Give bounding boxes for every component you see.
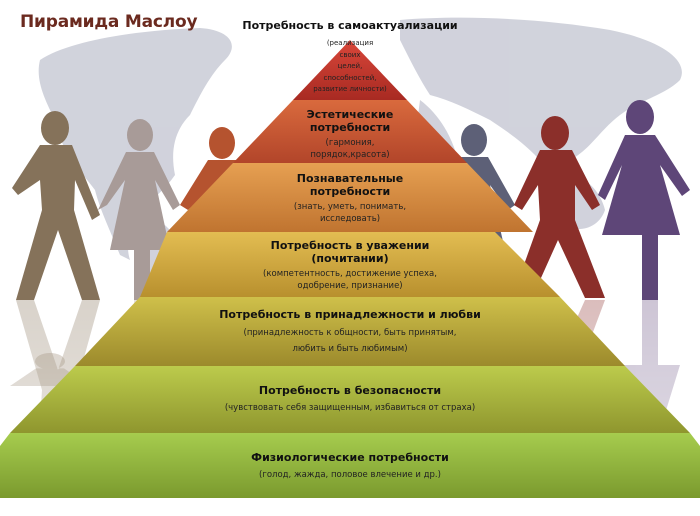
tier-aesthetic-label: Эстетические потребности (гармония, поря… bbox=[250, 108, 450, 161]
detail-line: (принадлежность к общности, быть приняты… bbox=[243, 328, 457, 338]
detail-line: целей, bbox=[337, 62, 363, 70]
detail-line: своих bbox=[339, 50, 361, 59]
tier-detail: (гармония, порядок,красота) bbox=[250, 137, 450, 161]
tier-physiological-label: Физиологические потребности (голод, жажд… bbox=[100, 451, 600, 481]
detail-line: (голод, жажда, половое влечение и др.) bbox=[259, 470, 441, 480]
detail-line: исследовать) bbox=[319, 214, 381, 224]
tier-belonging-label: Потребность в принадлежности и любви (пр… bbox=[170, 308, 530, 357]
tier-detail: (чувствовать себя защищенным, избавиться… bbox=[130, 402, 570, 414]
detail-line: одобрение, признание) bbox=[297, 281, 403, 291]
tier-detail: (компетентность, достижение успеха, одоб… bbox=[200, 268, 500, 292]
tier-title: потребности bbox=[309, 121, 391, 134]
tier-physiological bbox=[0, 433, 700, 498]
tier-cognitive bbox=[167, 163, 533, 232]
tier-title: Потребность в уважении bbox=[270, 239, 430, 252]
tier-belonging bbox=[75, 297, 625, 366]
detail-line: порядок,красота) bbox=[310, 150, 390, 160]
tier-safety-label: Потребность в безопасности (чувствовать … bbox=[130, 384, 570, 414]
figure-man-icon bbox=[12, 111, 100, 300]
detail-line: (гармония, bbox=[325, 138, 375, 148]
figure-man-icon bbox=[512, 116, 605, 298]
tier-self-actualization bbox=[293, 40, 407, 100]
tier-self-actualization-title: Потребность в самоактуализации bbox=[242, 19, 458, 32]
tier-title: Потребность в принадлежности и любви bbox=[219, 308, 481, 321]
tier-title: Потребность в безопасности bbox=[258, 384, 442, 397]
tier-detail: (голод, жажда, половое влечение и др.) bbox=[100, 469, 600, 481]
tier-self-actualization-detail: (реализация своих целей, способностей, р… bbox=[300, 38, 400, 96]
tier-aesthetic bbox=[233, 100, 467, 163]
tier-title: (почитании) bbox=[311, 252, 389, 265]
tier-cognitive-label: Познавательные потребности (знать, уметь… bbox=[230, 172, 470, 225]
figure-woman-icon bbox=[598, 100, 690, 300]
tier-detail: (знать, уметь, понимать, исследовать) bbox=[230, 201, 470, 225]
detail-line: способностей, bbox=[323, 73, 377, 82]
detail-line: (компетентность, достижение успеха, bbox=[263, 269, 437, 279]
detail-line: (знать, уметь, понимать, bbox=[293, 202, 407, 212]
tier-safety bbox=[10, 366, 690, 433]
tier-detail: (принадлежность к общности, быть приняты… bbox=[170, 325, 530, 357]
detail-line: развитие личности) bbox=[313, 85, 387, 93]
tier-title: Физиологические потребности bbox=[251, 451, 449, 464]
page-title: Пирамида Маслоу bbox=[20, 12, 198, 32]
tier-esteem-label: Потребность в уважении (почитании) (комп… bbox=[200, 239, 500, 292]
tier-title: Познавательные bbox=[296, 172, 404, 185]
detail-line: любить и быть любимым) bbox=[292, 344, 408, 354]
figure-woman-icon bbox=[98, 119, 180, 300]
detail-line: (чувствовать себя защищенным, избавиться… bbox=[224, 403, 476, 413]
tier-title: потребности bbox=[309, 185, 391, 198]
detail-line: (реализация bbox=[326, 39, 374, 47]
tier-esteem bbox=[140, 232, 560, 297]
tier-title: Эстетические bbox=[306, 108, 394, 121]
pyramid bbox=[0, 40, 700, 498]
